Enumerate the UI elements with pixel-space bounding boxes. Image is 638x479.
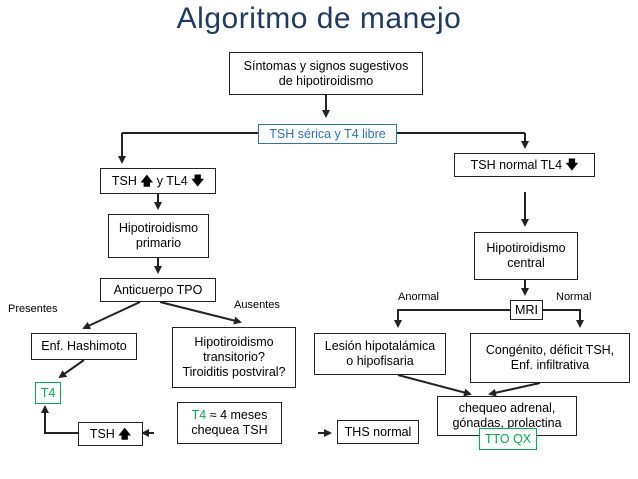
t4-months-line2: chequea TSH: [191, 423, 268, 437]
hypothalamic-box: Lesión hipotalámica o hipofisaria: [314, 333, 446, 375]
hypothalamic-line1: Lesión hipotalámica: [324, 339, 436, 353]
tsh-high-box: TSH 🡅 y TL4 🡇: [100, 168, 216, 194]
adrenal-line2: gónadas, prolactina: [452, 416, 562, 430]
t4-months-rest: ≈ 4 meses: [206, 408, 268, 422]
tsh-up-box: TSH 🡅: [78, 422, 143, 446]
central-hypo-line1: Hipotiroidismo: [486, 241, 566, 255]
symptoms-line2: de hipotiroidismo: [278, 73, 374, 88]
tsh-free-t4-box: TSH sérica y T4 libre: [258, 124, 397, 144]
hashimoto-text: Enf. Hashimoto: [41, 339, 127, 353]
arrow-down-icon: 🡇: [562, 157, 579, 172]
arrow-up-icon: 🡅: [136, 173, 157, 188]
congenital-line2: Enf. infiltrativa: [510, 358, 590, 372]
transitory-box: Hipotiroidismo transitorio? Tiroiditis p…: [172, 327, 296, 388]
ths-normal-text: THS normal: [344, 424, 412, 439]
congenital-line1: Congénito, déficit TSH,: [485, 343, 615, 357]
adrenal-line1: chequeo adrenal,: [458, 401, 556, 415]
hypothalamic-line2: o hipofisaria: [346, 354, 414, 368]
arrow-down-icon: 🡇: [187, 173, 205, 188]
arrow-up-icon: 🡅: [114, 426, 132, 441]
hashimoto-box: Enf. Hashimoto: [31, 333, 137, 360]
t4-months-box: T4 ≈ 4 meses chequea TSH: [177, 402, 282, 444]
tsh-normal-box: TSH normal TL4 🡇: [454, 153, 595, 177]
congenital-box: Congénito, déficit TSH, Enf. infiltrativ…: [470, 333, 630, 383]
transitory-line1: Hipotiroidismo: [194, 335, 274, 349]
mri-text: MRI: [515, 302, 538, 317]
ths-normal-box: THS normal: [337, 420, 419, 444]
primary-hypo-line1: Hipotiroidismo: [118, 221, 199, 235]
central-hypo-box: Hipotiroidismo central: [474, 232, 578, 280]
tpo-box: Anticuerpo TPO: [100, 278, 216, 302]
primary-hypo-line2: primario: [135, 236, 182, 250]
label-ausentes: Ausentes: [234, 299, 280, 311]
tpo-text: Anticuerpo TPO: [113, 282, 203, 297]
t4-box: T4: [35, 382, 61, 404]
tto-box: TTO QX: [479, 428, 537, 450]
transitory-line2: transitorio?: [203, 350, 265, 364]
tsh-high-text: TSH: [111, 173, 137, 188]
tsh-high-mid: y TL4: [156, 173, 188, 188]
transitory-line3: Tiroiditis postviral?: [182, 365, 286, 379]
central-hypo-line2: central: [507, 256, 545, 270]
label-normal: Normal: [556, 291, 592, 303]
tto-text: TTO QX: [484, 431, 532, 446]
tsh-up-text: TSH: [89, 426, 115, 441]
page-title: Algoritmo de manejo: [176, 2, 462, 35]
tsh-free-t4-text: TSH sérica y T4 libre: [269, 126, 386, 141]
t4-months-t4: T4: [191, 408, 207, 422]
symptoms-box: Síntomas y signos sugestivos de hipotiro…: [229, 52, 423, 95]
label-presentes: Presentes: [8, 303, 58, 315]
symptoms-line1: Síntomas y signos sugestivos: [243, 58, 409, 73]
primary-hypo-box: Hipotiroidismo primario: [108, 214, 209, 258]
tsh-normal-text: TSH normal TL4: [470, 157, 563, 172]
t4-text: T4: [40, 385, 56, 400]
mri-box: MRI: [510, 300, 543, 320]
label-anormal: Anormal: [398, 291, 439, 303]
